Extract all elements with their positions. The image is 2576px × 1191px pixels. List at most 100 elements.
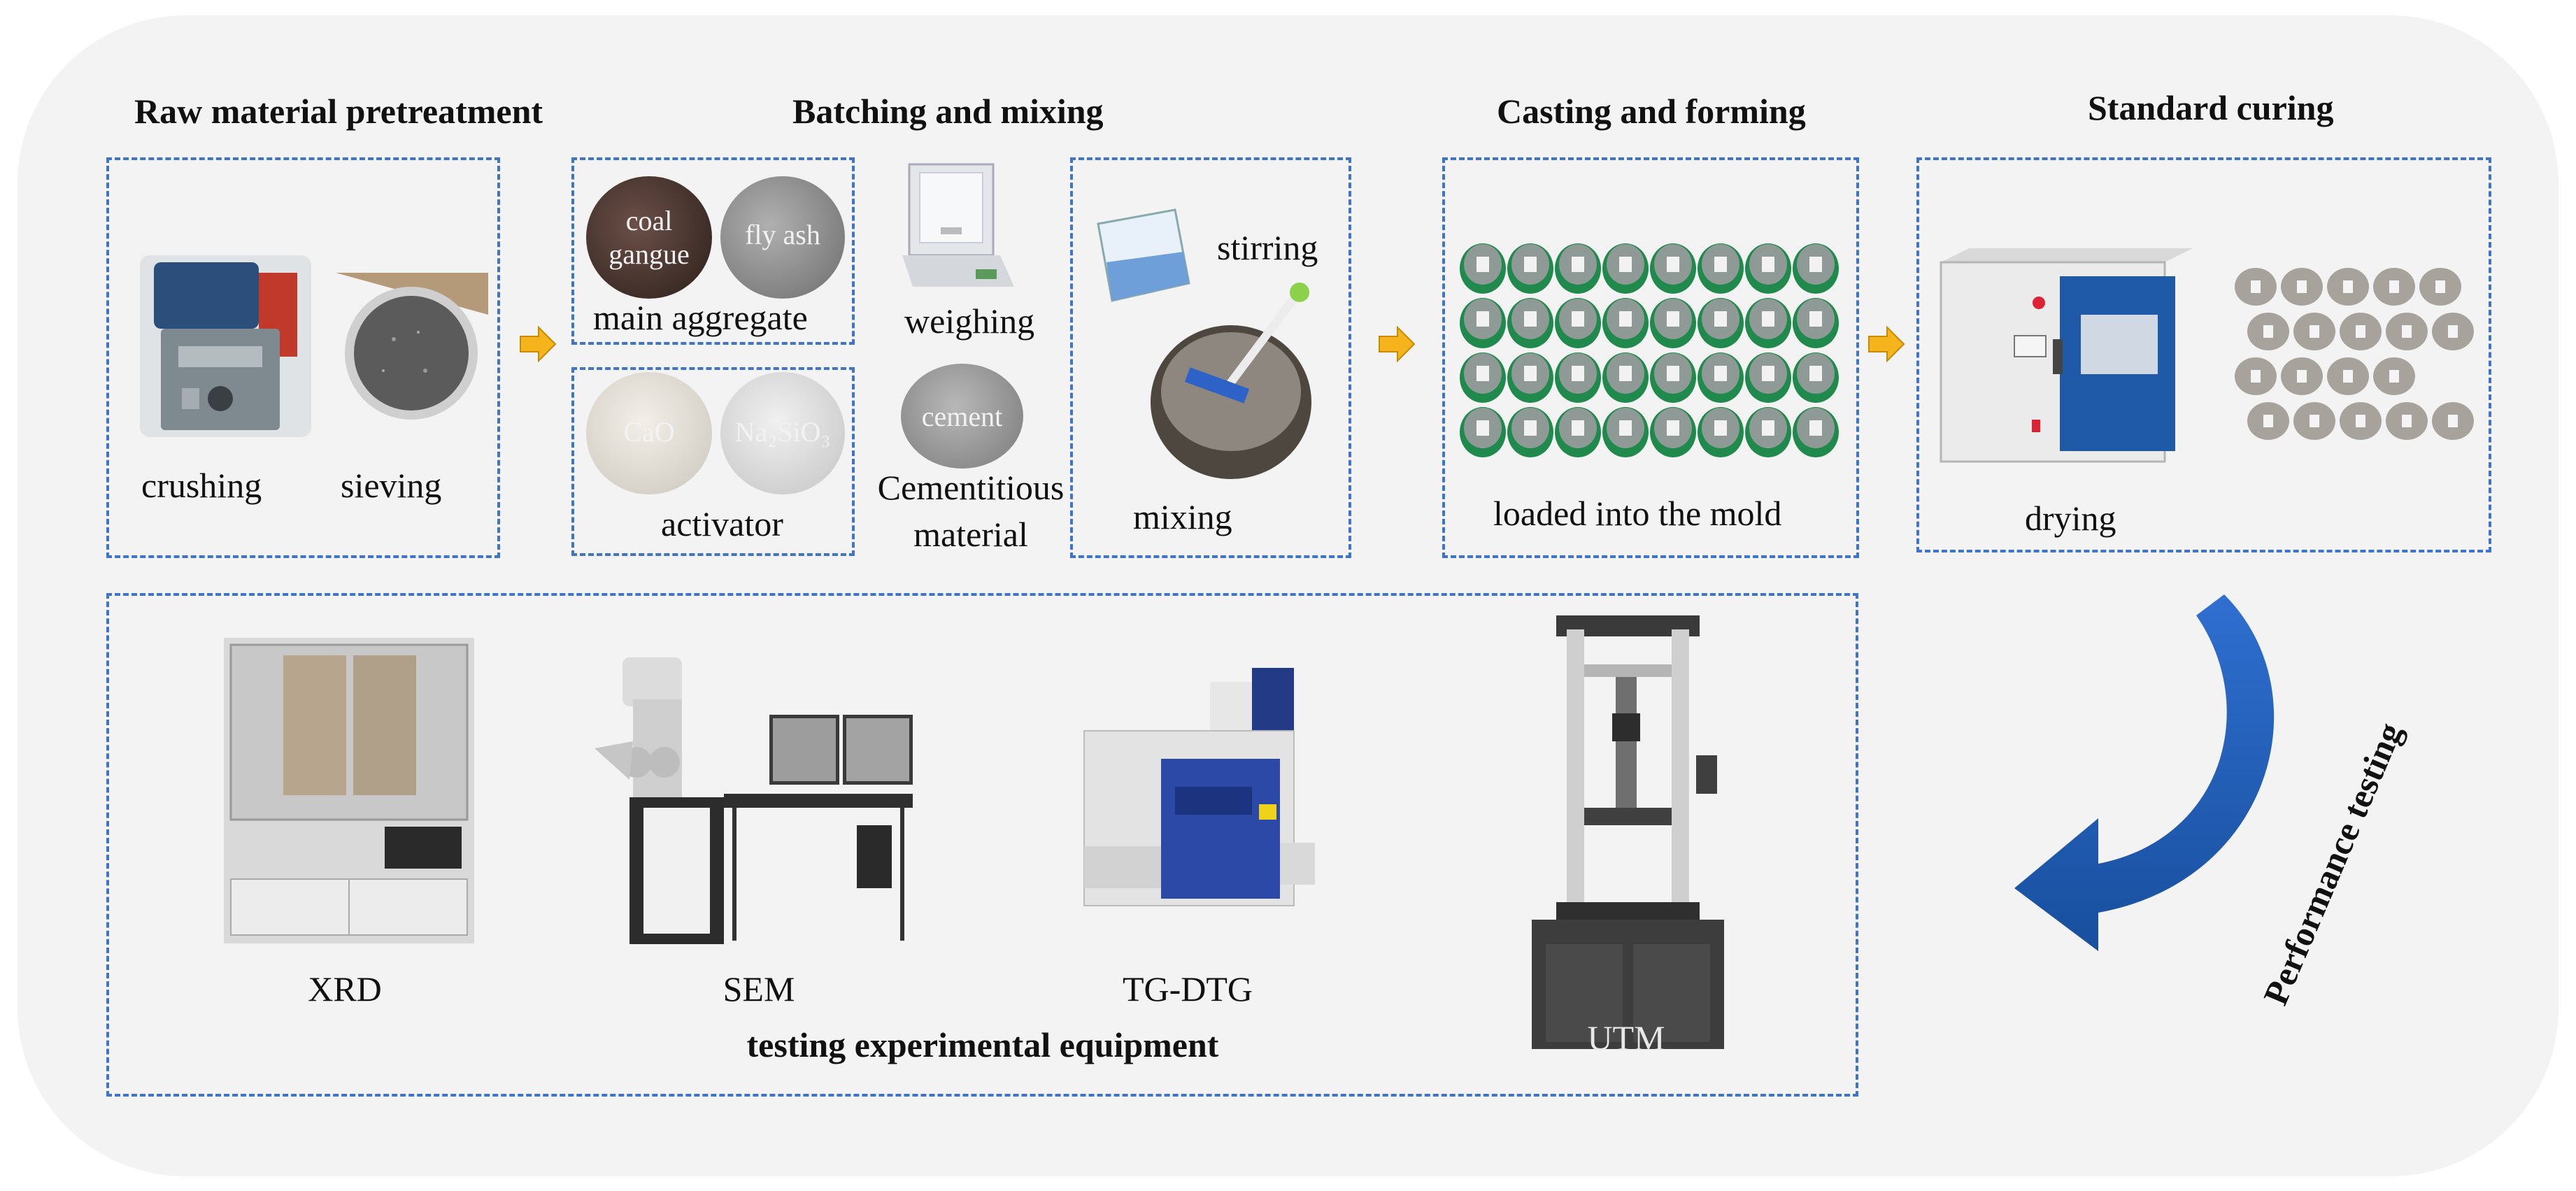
mold-specimen [1650,243,1696,294]
box-raw-material [106,157,500,558]
label-weighing: weighing [904,301,1035,341]
cured-specimen [2247,313,2289,350]
mold-specimen [1793,407,1839,457]
mold-specimen [1507,243,1553,294]
label-cao: CaO [623,416,675,448]
cured-specimen [2340,313,2382,350]
cured-specimen [2432,313,2474,350]
mold-specimen [1698,243,1744,294]
mold-specimen [1555,352,1601,403]
label-coal-gangue: coal gangue [609,205,690,270]
background-panel [17,15,2559,1176]
label-crushing: crushing [141,466,262,505]
tg-dtg-instrument-icon [1083,668,1315,906]
cured-specimen [2432,402,2474,440]
cured-specimen [2386,402,2428,440]
label-utm: UTM [1587,1018,1665,1057]
mold-specimen [1460,298,1506,348]
label-stirring: stirring [1217,228,1318,267]
cured-specimen [2327,268,2369,306]
flow-arrow-1 [520,325,557,363]
mold-specimen [1745,243,1791,294]
mold-specimen [1745,298,1791,348]
label-tg-dtg: TG-DTG [1122,969,1253,1008]
mold-specimen [1745,352,1791,403]
box-mixing [1070,157,1351,558]
balance-scale-icon [902,163,1014,287]
box-curing [1916,157,2491,552]
cement-sample-icon: cement [901,364,1023,469]
cured-specimen [2247,402,2289,440]
mold-specimen [1460,352,1506,403]
testing-caption: testing experimental equipment [746,1025,1219,1064]
mold-specimen [1602,352,1649,403]
mold-specimen [1555,407,1601,457]
cured-specimen [2281,357,2323,395]
cured-specimen [2340,402,2382,440]
drying-oven-icon [1940,248,2193,463]
xrd-instrument-icon [224,638,474,943]
stage-title-batching: Batching and mixing [792,92,1104,131]
box-testing [106,593,1858,1097]
mold-specimen [1507,407,1553,457]
mold-specimen [1793,352,1839,403]
beaker-icon [1097,208,1190,302]
mold-specimen [1650,352,1696,403]
cured-specimen [2386,313,2428,350]
cured-specimen [2281,268,2323,306]
utm-instrument-icon [1532,615,1724,1049]
cured-specimens-icon [2235,268,2474,440]
label-mixing: mixing [1133,497,1232,536]
cured-specimen [2373,268,2415,306]
cured-specimen [2235,357,2277,395]
box-activator [571,367,855,556]
box-casting [1442,157,1859,558]
cao-sample-icon: CaO [586,372,712,494]
label-main-aggregate: main aggregate [593,298,808,337]
mold-specimen [1555,298,1601,348]
mold-specimen [1698,298,1744,348]
label-drying: drying [2025,499,2116,538]
label-material: material [913,515,1028,554]
coal-gangue-sample-icon: coal gangue [586,176,712,299]
mold-specimen [1555,243,1601,294]
flow-arrow-2 [1379,325,1416,363]
mold-specimen [1507,298,1553,348]
stage-title-raw: Raw material pretreatment [134,92,543,131]
label-cement: cement [921,401,1003,432]
fly-ash-sample-icon: fly ash [720,176,845,299]
mixing-bowl-icon [1151,283,1311,479]
mold-specimen [1460,407,1506,457]
cured-specimen [2235,268,2277,306]
stage-title-curing: Standard curing [2088,88,2334,127]
box-main-aggregate [571,157,855,345]
sem-instrument-icon [595,657,913,944]
mold-specimen [1460,243,1506,294]
flow-arrow-3 [1868,325,1905,363]
performance-curved-arrow-icon [2014,594,2275,951]
cured-specimen [2293,313,2335,350]
label-sieving: sieving [341,466,442,505]
mold-specimen [1507,352,1553,403]
cured-specimen [2327,357,2369,395]
mold-specimen [1602,407,1649,457]
mold-specimen [1602,243,1649,294]
mold-specimen [1602,298,1649,348]
label-activator: activator [661,504,783,543]
label-sem: SEM [723,969,795,1008]
cured-specimen [2419,268,2461,306]
mold-specimen [1650,298,1696,348]
label-loaded-into-mold: loaded into the mold [1493,494,1782,533]
mold-specimen [1698,352,1744,403]
sodium-silicate-sample-icon: Na₂SiO₃ [720,372,845,494]
sieve-icon [336,273,488,420]
mold-specimen [1745,407,1791,457]
label-xrd: XRD [308,969,382,1008]
mold-specimen [1650,407,1696,457]
mold-specimen [1793,298,1839,348]
label-na2sio3: Na₂SiO₃ [734,416,831,448]
cured-specimen [2293,402,2335,440]
stage-title-casting: Casting and forming [1497,92,1806,131]
mold-specimen [1698,407,1744,457]
mold-specimen [1793,243,1839,294]
